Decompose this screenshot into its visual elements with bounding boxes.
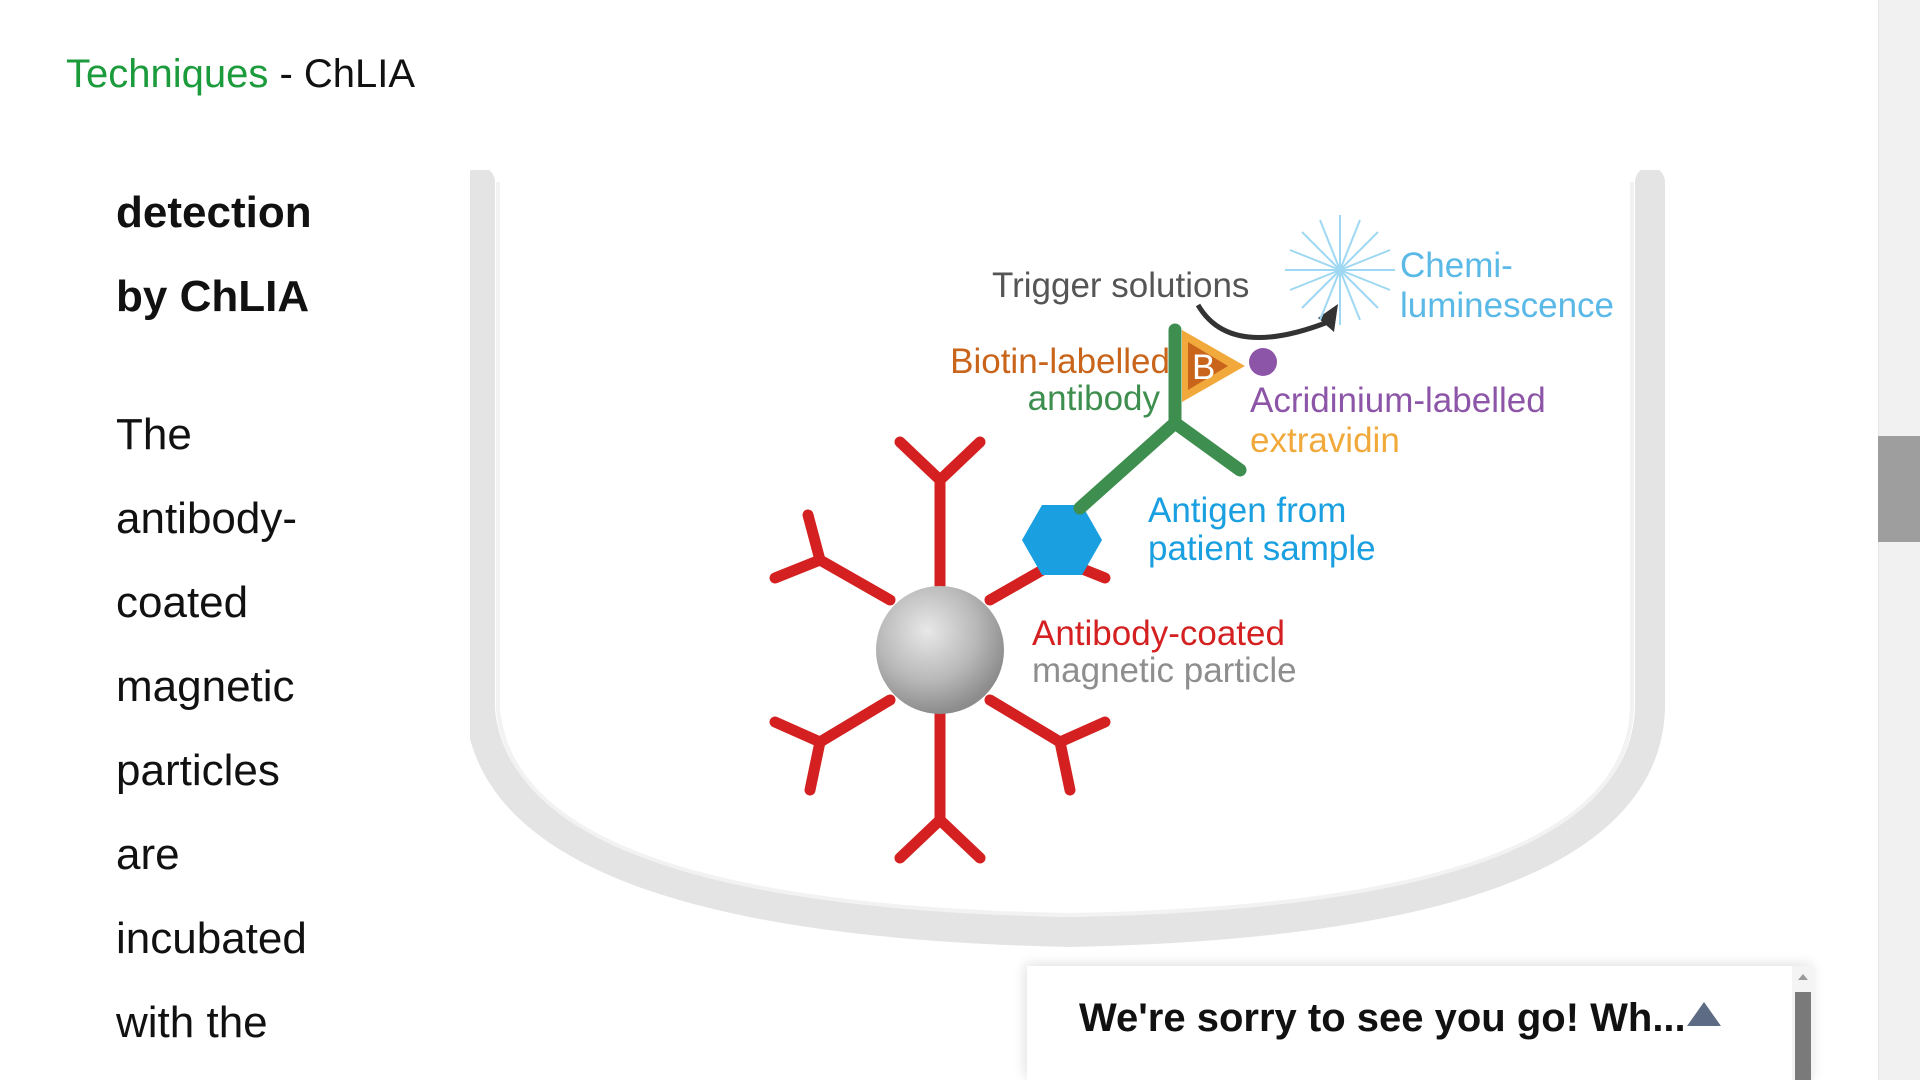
chlia-diagram-svg: B Trigger solutions Chemi-	[470, 170, 1665, 948]
label-trigger-solutions: Trigger solutions	[992, 266, 1249, 305]
acridinium-dot	[1249, 348, 1277, 376]
breadcrumb-separator: -	[268, 52, 304, 96]
triangle-up-icon[interactable]	[1687, 1002, 1721, 1026]
label-antibody: antibody	[1028, 379, 1161, 418]
section-heading-line-1: detection	[116, 188, 312, 237]
well-outline	[470, 170, 1665, 948]
label-patient-sample: patient sample	[1148, 529, 1376, 568]
label-extravidin: extravidin	[1250, 421, 1400, 460]
label-luminescence: luminescence	[1400, 286, 1614, 325]
page-scrollbar-thumb[interactable]	[1878, 436, 1920, 542]
section-heading-line-2: by ChLIA	[116, 272, 310, 321]
breadcrumb-current: ChLIA	[303, 52, 416, 96]
biotin-triangle-inner	[1188, 342, 1228, 390]
chlia-diagram: B Trigger solutions Chemi-	[470, 170, 1670, 950]
feedback-popup-title[interactable]: We're sorry to see you go! Wh...	[1079, 996, 1686, 1040]
body-line-8: with the	[116, 998, 268, 1047]
magnetic-particle	[876, 586, 1004, 714]
biotin-letter: B	[1192, 348, 1215, 387]
well-inner-edge	[496, 182, 1634, 918]
label-chemi: Chemi-	[1400, 246, 1513, 285]
label-biotin-labelled: Biotin-labelled	[950, 342, 1170, 381]
antigen-hexagon	[1022, 505, 1102, 575]
label-antigen-from: Antigen from	[1148, 491, 1346, 530]
label-magnetic-particle: magnetic particle	[1032, 651, 1297, 690]
body-line-6: are	[116, 830, 180, 879]
breadcrumb: Techniques - ChLIA	[66, 52, 415, 97]
green-antibody	[1073, 323, 1247, 515]
body-line-1: The	[116, 410, 192, 459]
breadcrumb-link-techniques[interactable]: Techniques	[66, 52, 269, 96]
trigger-arrow-head	[1318, 304, 1338, 332]
chemiluminescence-burst	[1285, 215, 1395, 325]
body-line-7: incubated	[116, 914, 307, 963]
body-line-2: antibody-	[116, 494, 298, 543]
article-text-column: detection by ChLIA The antibody- coated …	[116, 0, 416, 1080]
body-line-4: magnetic	[116, 662, 295, 711]
body-line-5: particles	[116, 746, 280, 795]
label-acridinium-labelled: Acridinium-labelled	[1250, 381, 1546, 420]
trigger-arrow	[1195, 303, 1329, 340]
popup-scrollbar-thumb[interactable]	[1795, 992, 1811, 1080]
body-line-3: coated	[116, 578, 249, 627]
label-antibody-coated: Antibody-coated	[1032, 614, 1285, 653]
popup-scrollbar[interactable]	[1792, 966, 1814, 1080]
feedback-popup[interactable]: We're sorry to see you go! Wh...	[1027, 966, 1814, 1080]
scroll-arrow-up-icon[interactable]	[1798, 974, 1808, 980]
